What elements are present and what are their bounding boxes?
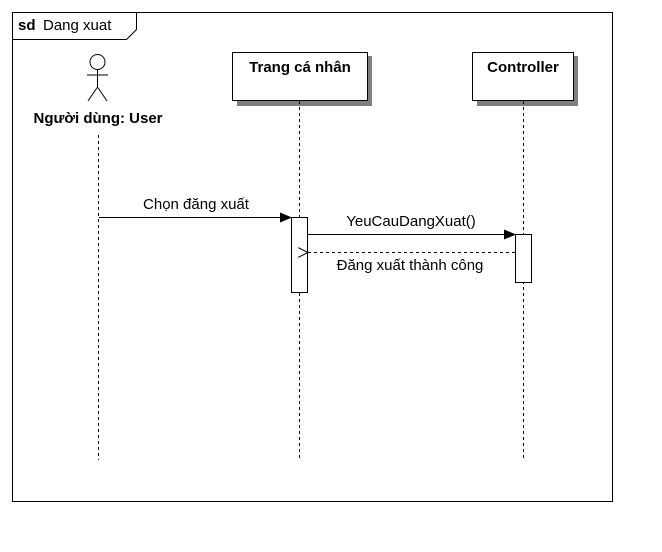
actor-left-leg [87,86,98,102]
actor-right-leg [97,86,108,102]
actor-user-label: Người dùng: User [33,110,162,127]
activation-profile [291,217,308,293]
frame-title: Dang xuat [43,17,112,34]
frame-keyword: sd [18,17,36,34]
diagram-frame [12,12,613,502]
participant-controller-label: Controller [487,59,559,76]
actor-head [89,54,106,70]
message-label-2: YeuCauDangXuat() [346,213,476,230]
participant-profile-label: Trang cá nhân [249,59,351,76]
activation-controller [515,234,532,283]
frame-tab [12,12,137,40]
message-label-1: Chọn đăng xuất [143,196,250,213]
participant-profile-box [232,52,368,101]
message-label-3: Đăng xuất thành công [337,257,484,274]
participant-controller-box [472,52,574,101]
actor-user [87,54,108,102]
